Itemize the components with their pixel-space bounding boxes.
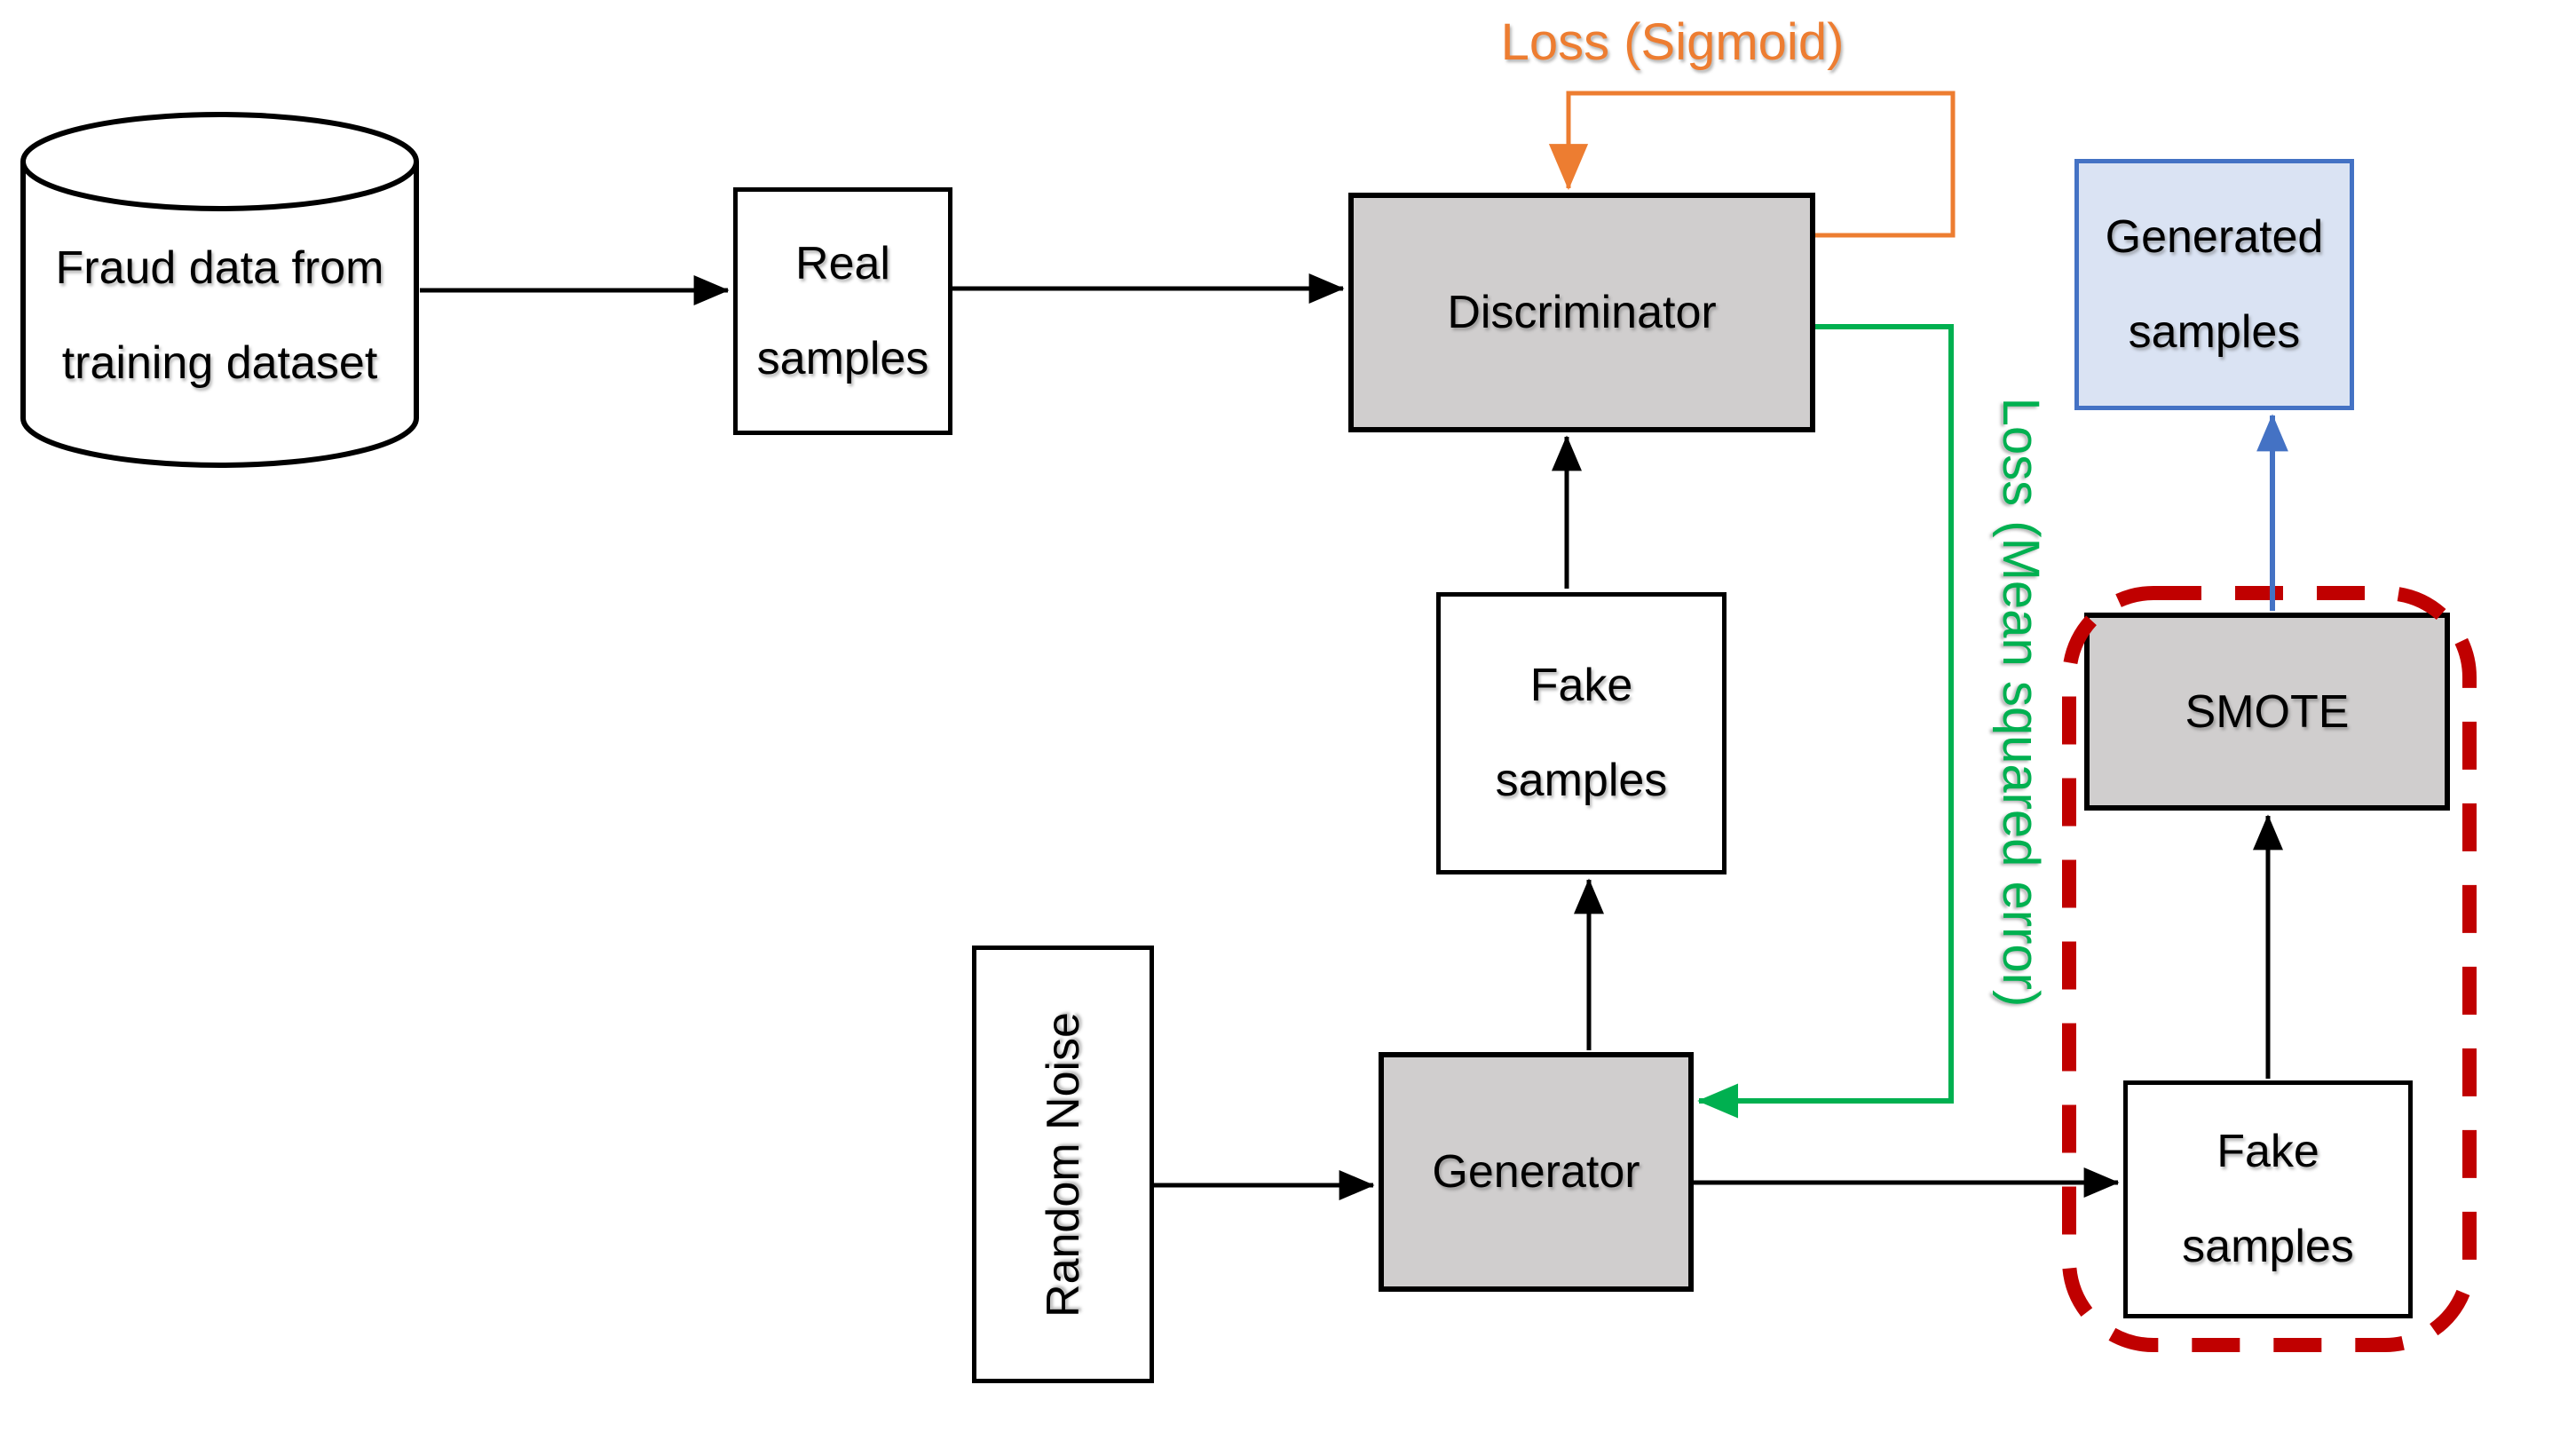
random-noise-label: Random Noise [1037,1011,1089,1318]
fake-samples-mid-line1: Fake [1529,660,1633,712]
loss-sigmoid-label: Loss (Sigmoid) [1500,13,1845,71]
smote-box: SMOTE [2084,613,2450,811]
real-samples-line2: samples [756,332,929,384]
fraud-database-label-line1: Fraud data from [55,241,384,294]
fraud-database-cylinder: Fraud data from training dataset [20,111,420,469]
generator-label: Generator [1432,1146,1640,1198]
real-samples-line1: Real [795,237,890,289]
cylinder-top-ellipse [20,112,419,211]
generated-samples-box: Generated samples [2074,159,2354,410]
fake-samples-mid-box: Fake samples [1436,592,1727,874]
random-noise-label-wrap: Random Noise [972,946,1154,1383]
loop-mse-loss-to-generator [1697,324,1954,1119]
random-noise-box [972,946,1154,1383]
generated-samples-line1: Generated [2105,210,2324,263]
fake-samples-bottom-box: Fake samples [2123,1080,2413,1318]
discriminator-box: Discriminator [1348,193,1815,432]
discriminator-label: Discriminator [1447,287,1717,338]
cylinder-body [20,162,419,468]
smote-label: SMOTE [2185,685,2350,738]
loss-mse-label: Loss (Mean squared error) [1992,397,2050,1008]
fake-samples-mid-line2: samples [1495,755,1668,806]
cylinder-shape [20,112,419,468]
fake-samples-bottom-line2: samples [2182,1221,2354,1272]
real-samples-box: Real samples [733,187,952,435]
generated-samples-line2: samples [2128,305,2301,358]
fake-samples-bottom-line1: Fake [2216,1126,2319,1178]
generator-box: Generator [1379,1052,1694,1292]
fraud-database-label: Fraud data from training dataset [20,111,420,469]
fraud-database-label-line2: training dataset [61,336,378,389]
